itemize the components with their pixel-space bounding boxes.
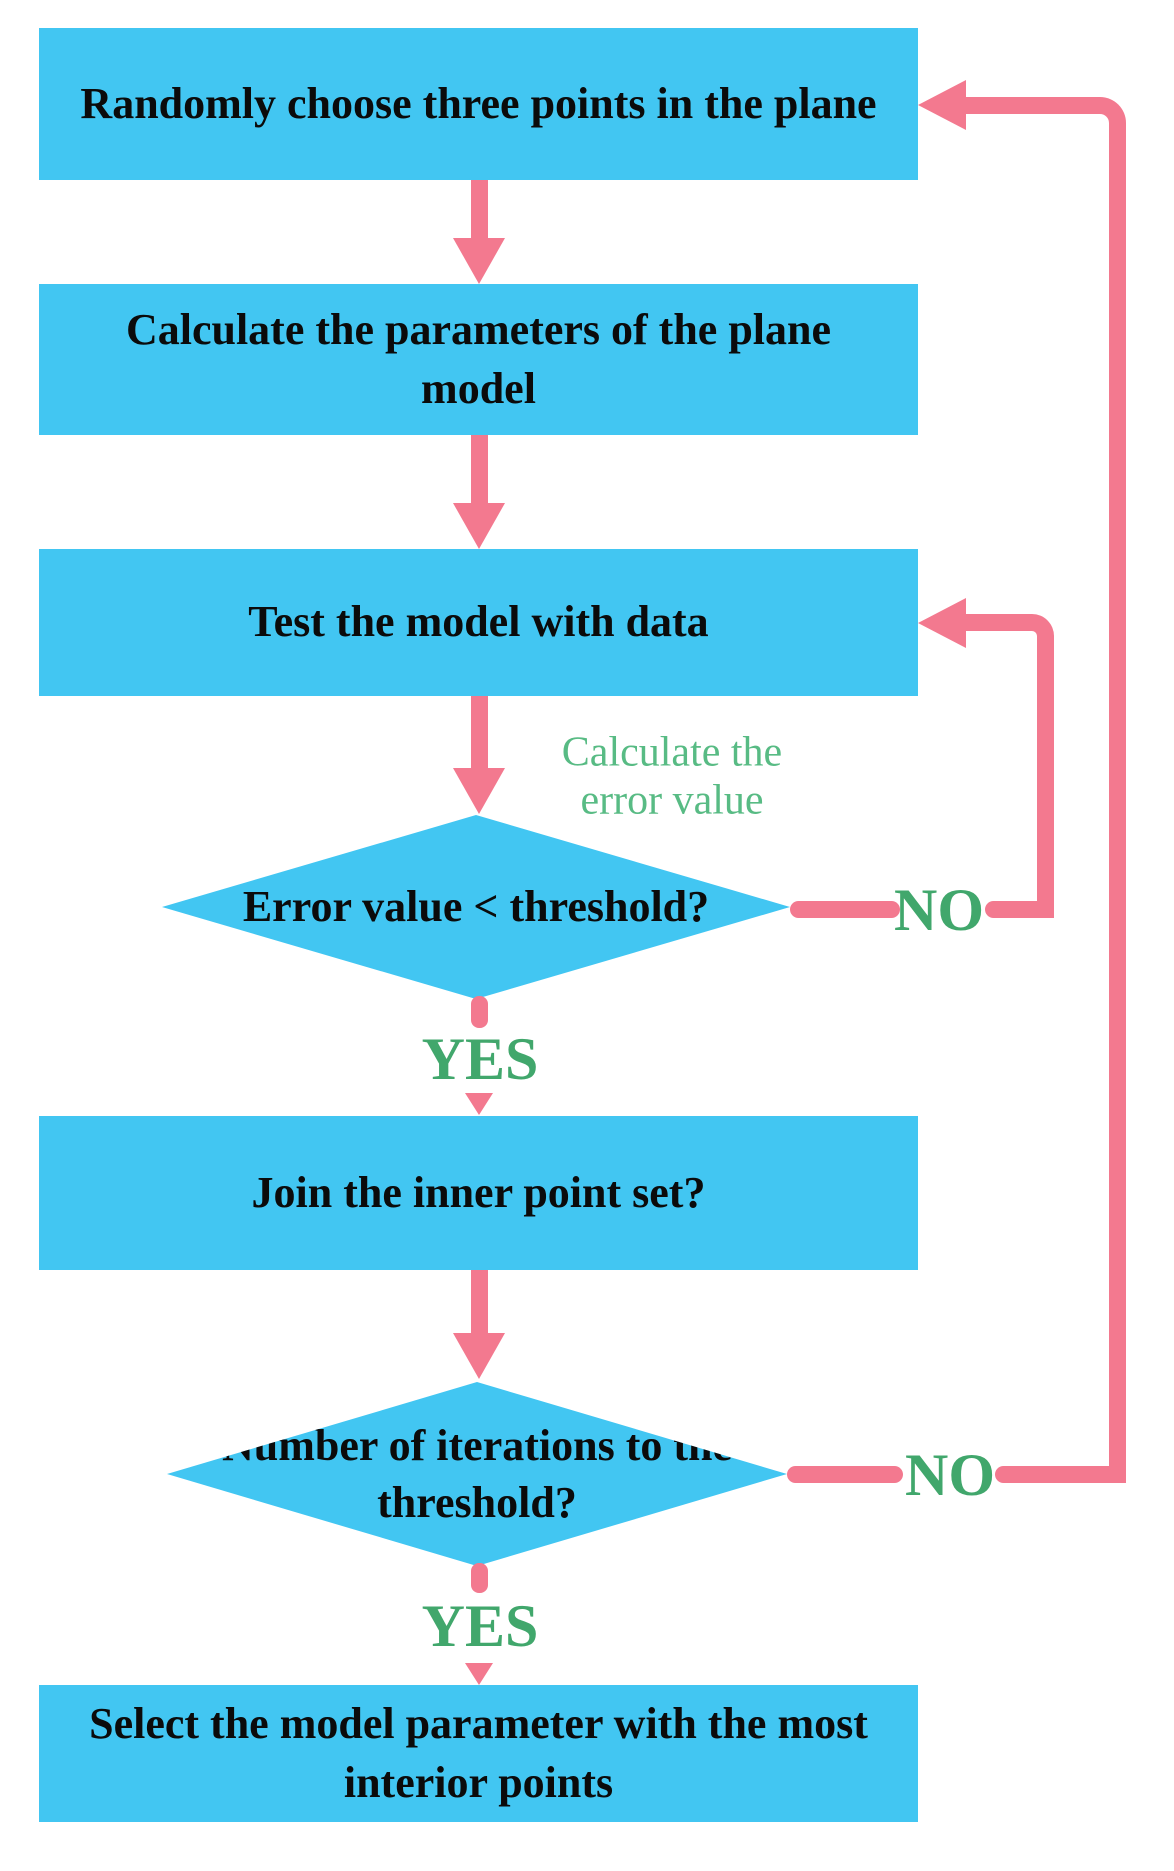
yes-2-arrowhead-icon [465, 1663, 493, 1685]
flow-arrow-3-arrowhead-icon [453, 768, 505, 814]
edge-label-line: Calculate the [561, 729, 783, 776]
flow-arrow-1-shaft [471, 180, 488, 240]
yes-1-label: YES [421, 1026, 539, 1092]
process-box-choose-points: Randomly choose three points in the plan… [39, 28, 918, 180]
no-1-arrowhead-icon [918, 598, 966, 648]
process-box-label: Join the inner point set? [251, 1167, 706, 1217]
process-box-label: interior points [343, 1757, 614, 1807]
no-1-loopback-line [964, 614, 1054, 918]
yes-2-stub [471, 1563, 488, 1593]
decision-diamond-error-threshold: Error value < threshold? [162, 815, 790, 999]
flow-arrow-4-arrowhead-icon [453, 1333, 505, 1379]
no-2-line-segment [787, 1466, 903, 1483]
flow-arrow-4-shaft [471, 1270, 488, 1335]
edge-label-line: error value [580, 778, 764, 824]
decision-label: Error value < threshold? [242, 882, 710, 932]
yes-1-arrowhead-icon [465, 1093, 493, 1115]
process-box-label: Randomly choose three points in the plan… [80, 78, 877, 128]
process-box-label: Test the model with data [248, 597, 709, 647]
process-box-label: Select the model parameter with the most [89, 1699, 868, 1749]
flow-arrow-2-arrowhead-icon [453, 503, 505, 549]
no-1-line-segment [790, 901, 900, 918]
process-box-label: model [421, 363, 536, 413]
yes-1-stub [471, 996, 488, 1028]
flow-arrow-3-shaft [471, 696, 488, 770]
flow-arrow-1-arrowhead-icon [453, 238, 505, 284]
decision-diamond-iterations-threshold: Number of iterations to the threshold? [167, 1382, 787, 1566]
no-2-loopback-line [964, 97, 1126, 1483]
yes-2-label: YES [421, 1593, 539, 1659]
process-box-join-inner-set: Join the inner point set? [39, 1116, 918, 1270]
decision-label: threshold? [377, 1478, 577, 1527]
process-box-label: Calculate the parameters of the plane [125, 305, 832, 355]
no-2-line-segment [995, 1466, 1126, 1483]
flow-arrow-2-shaft [471, 435, 488, 505]
edge-label-calculate-error: Calculate the error value [562, 729, 782, 826]
process-box-select-model: Select the model parameter with the most… [39, 1685, 918, 1822]
decision-label: Number of iterations to the [222, 1420, 732, 1470]
no-2-label: NO [905, 1442, 995, 1508]
no-1-label: NO [894, 877, 984, 943]
no-2-arrowhead-icon [918, 80, 966, 130]
process-box-test-model: Test the model with data [39, 549, 918, 696]
process-box-calculate-parameters: Calculate the parameters of the plane mo… [39, 284, 918, 435]
